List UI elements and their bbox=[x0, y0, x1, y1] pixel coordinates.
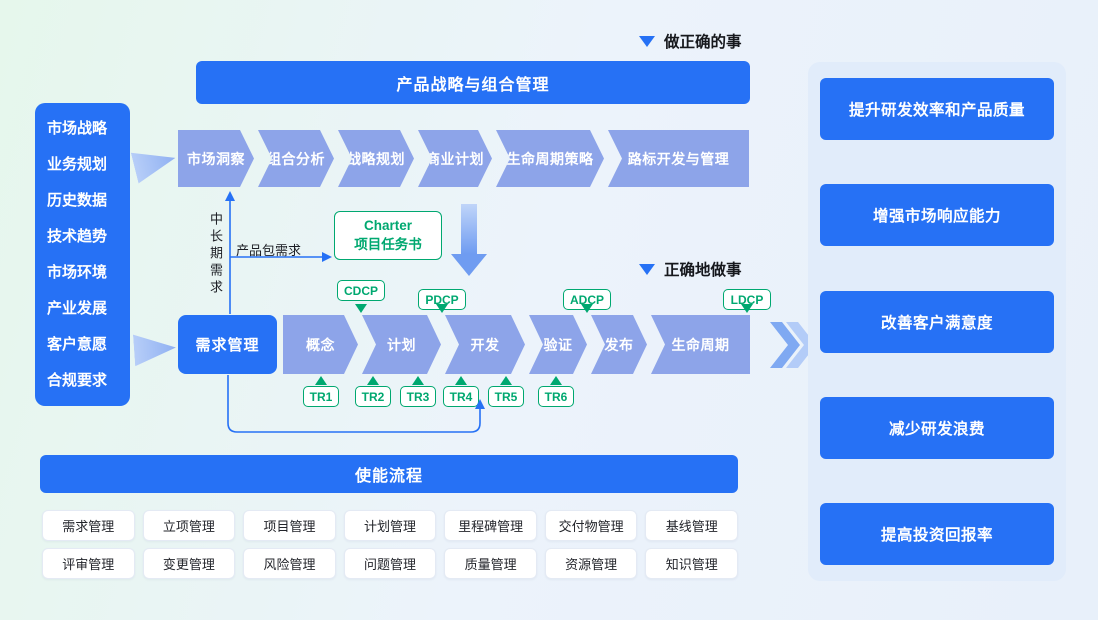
input-item-market-environment: 市场环境 bbox=[47, 263, 108, 281]
checkpoint-ldcp: LDCP bbox=[723, 289, 771, 310]
arrow-shaft bbox=[461, 204, 477, 254]
input-item-market-strategy: 市场战略 bbox=[47, 120, 108, 138]
triangle-down-icon bbox=[639, 35, 655, 47]
caption-text: 正确地做事 bbox=[664, 262, 742, 279]
tr-marker-icon bbox=[550, 376, 562, 385]
checkpoint-marker-icon bbox=[581, 304, 593, 313]
checkpoint-marker-icon bbox=[741, 304, 753, 313]
tr-point-2: TR2 bbox=[355, 386, 391, 407]
strategy-banner: 产品战略与组合管理 bbox=[196, 61, 750, 104]
caption-text: 做正确的事 bbox=[664, 34, 742, 51]
tr-marker-icon bbox=[315, 376, 327, 385]
checkpoint-marker-icon bbox=[355, 304, 367, 313]
development-row: 概念 计划 开发 验证 发布 生命周期 bbox=[283, 315, 750, 374]
tr-point-6: TR6 bbox=[538, 386, 574, 407]
tr-point-1: TR1 bbox=[303, 386, 339, 407]
enable-item: 计划管理 bbox=[343, 510, 437, 541]
triangle-down-icon bbox=[639, 263, 655, 275]
enable-item: 质量管理 bbox=[444, 548, 537, 579]
strategy-step-business-plan: 商业计划 bbox=[418, 130, 492, 187]
input-arrow-top-icon bbox=[130, 140, 179, 185]
benefit-reduce-waste: 减少研发浪费 bbox=[820, 396, 1054, 459]
dev-step-release: 发布 bbox=[591, 315, 647, 374]
strategy-step-market-insight: 市场洞察 bbox=[178, 130, 254, 187]
arrow-head bbox=[451, 254, 487, 276]
caption-do-right-things: 做正确的事 bbox=[639, 30, 742, 52]
checkpoint-marker-icon bbox=[436, 304, 448, 313]
enable-item: 项目管理 bbox=[243, 510, 336, 541]
enable-item: 基线管理 bbox=[645, 510, 739, 541]
tr-marker-icon bbox=[455, 376, 467, 385]
tr-marker-icon bbox=[500, 376, 512, 385]
enable-item: 风险管理 bbox=[243, 548, 336, 579]
enable-banner: 使能流程 bbox=[40, 455, 738, 493]
input-item-industry-development: 产业发展 bbox=[47, 299, 108, 317]
input-item-compliance: 合规要求 bbox=[47, 371, 108, 389]
tr-marker-icon bbox=[367, 376, 379, 385]
charter-box: Charter 项目任务书 bbox=[334, 211, 442, 260]
product-package-demand-label: 产品包需求 bbox=[236, 243, 302, 258]
input-item-tech-trends: 技术趋势 bbox=[47, 228, 108, 246]
benefit-roi: 提高投资回报率 bbox=[820, 503, 1054, 565]
checkpoint-pdcp: PDCP bbox=[418, 289, 466, 310]
input-item-historical-data: 历史数据 bbox=[47, 192, 108, 210]
tr-point-3: TR3 bbox=[400, 386, 436, 407]
strategy-step-lifecycle-strategy: 生命周期策略 bbox=[496, 130, 604, 187]
inputs-panel: 市场战略 业务规划 历史数据 技术趋势 市场环境 产业发展 客户意愿 合规要求 bbox=[35, 103, 130, 406]
long-term-demand-label: 中长期需求 bbox=[208, 212, 223, 297]
enable-item: 评审管理 bbox=[42, 548, 135, 579]
strategy-to-dev-arrow-icon bbox=[451, 204, 487, 276]
enable-item: 需求管理 bbox=[42, 510, 135, 541]
tr-point-5: TR5 bbox=[488, 386, 524, 407]
enable-item: 变更管理 bbox=[142, 548, 236, 579]
tr-marker-icon bbox=[412, 376, 424, 385]
dev-step-verification: 验证 bbox=[529, 315, 587, 374]
checkpoint-adcp: ADCP bbox=[563, 289, 611, 310]
enable-item: 资源管理 bbox=[544, 548, 638, 579]
strategy-row: 市场洞察 组合分析 战略规划 商业计划 生命周期策略 路标开发与管理 bbox=[178, 130, 750, 187]
benefits-arrow-icon bbox=[770, 322, 818, 368]
charter-line1: Charter bbox=[363, 217, 412, 233]
strategy-step-strategic-planning: 战略规划 bbox=[338, 130, 414, 187]
benefit-market-response: 增强市场响应能力 bbox=[820, 184, 1054, 247]
enable-item: 知识管理 bbox=[645, 548, 739, 579]
dev-step-concept: 概念 bbox=[283, 315, 358, 374]
enable-item: 里程碑管理 bbox=[444, 510, 537, 541]
enable-row-2: 评审管理 变更管理 风险管理 问题管理 质量管理 资源管理 知识管理 bbox=[42, 548, 739, 579]
benefit-rd-efficiency: 提升研发效率和产品质量 bbox=[820, 78, 1054, 140]
benefits-panel: 提升研发效率和产品质量 增强市场响应能力 改善客户满意度 减少研发浪费 提高投资… bbox=[808, 62, 1066, 581]
input-arrow-bottom-icon bbox=[133, 330, 177, 369]
enable-item: 问题管理 bbox=[343, 548, 437, 579]
input-item-business-planning: 业务规划 bbox=[47, 156, 108, 174]
strategy-step-portfolio-analysis: 组合分析 bbox=[258, 130, 334, 187]
dev-step-development: 开发 bbox=[445, 315, 525, 374]
caption-do-things-right: 正确地做事 bbox=[639, 258, 742, 280]
checkpoint-cdcp: CDCP bbox=[337, 280, 385, 301]
requirements-mgmt-box: 需求管理 bbox=[178, 315, 277, 374]
strategy-step-roadmap-mgmt: 路标开发与管理 bbox=[608, 130, 749, 187]
benefit-customer-satisfaction: 改善客户满意度 bbox=[820, 290, 1054, 353]
dev-step-plan: 计划 bbox=[362, 315, 441, 374]
charter-line2: 项目任务书 bbox=[354, 236, 422, 252]
dev-step-lifecycle: 生命周期 bbox=[651, 315, 750, 374]
enable-item: 立项管理 bbox=[142, 510, 236, 541]
tr-point-4: TR4 bbox=[443, 386, 479, 407]
enable-row-1: 需求管理 立项管理 项目管理 计划管理 里程碑管理 交付物管理 基线管理 bbox=[42, 510, 739, 541]
input-item-customer-intent: 客户意愿 bbox=[47, 335, 108, 353]
enable-item: 交付物管理 bbox=[544, 510, 638, 541]
